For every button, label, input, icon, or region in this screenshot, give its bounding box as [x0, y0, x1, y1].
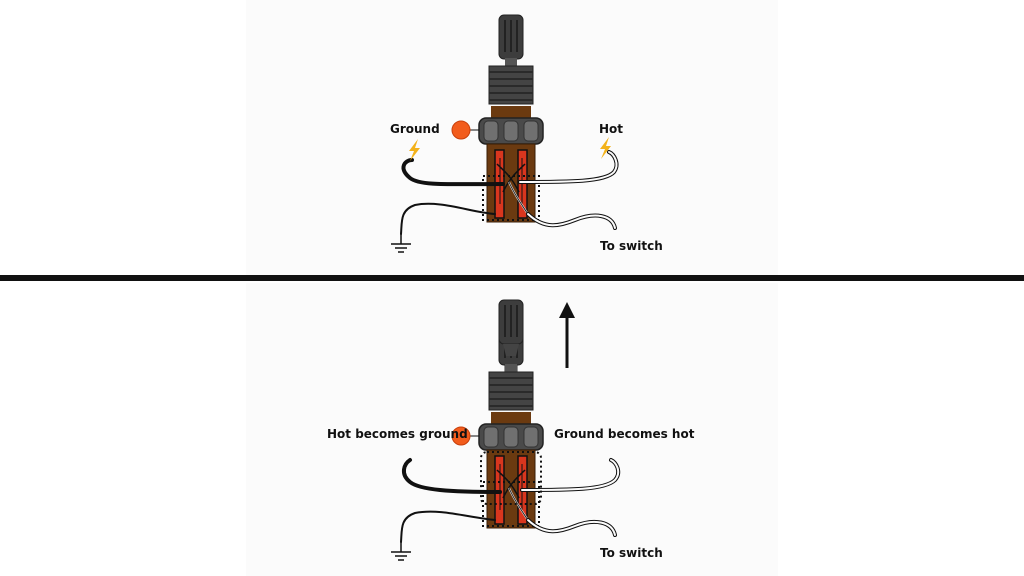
label-to-switch-top: To switch [600, 239, 663, 253]
label-to-switch-bottom: To switch [600, 546, 663, 560]
top-ground-lead [400, 202, 496, 235]
top-ground-symbol-icon [390, 233, 412, 253]
bottom-ground-symbol-icon [390, 541, 412, 561]
bottom-potentiometer [451, 320, 544, 529]
top-ground-wire [401, 158, 505, 187]
panel-divider [0, 275, 1024, 281]
bottom-ground-lead [400, 510, 496, 543]
label-ground-becomes-hot: Ground becomes hot [554, 427, 695, 441]
bottom-knob-raised [498, 299, 524, 356]
label-hot-becomes-ground: Hot becomes ground [327, 427, 468, 441]
top-lightning-icon-left [409, 139, 420, 161]
bottom-dotted-outline [480, 451, 542, 505]
top-potentiometer [451, 14, 544, 223]
label-ground: Ground [390, 122, 440, 136]
top-lightning-icon-right [600, 137, 611, 159]
label-hot: Hot [599, 122, 624, 136]
bottom-left-wire [402, 458, 502, 494]
arrow-up-icon [559, 302, 575, 368]
